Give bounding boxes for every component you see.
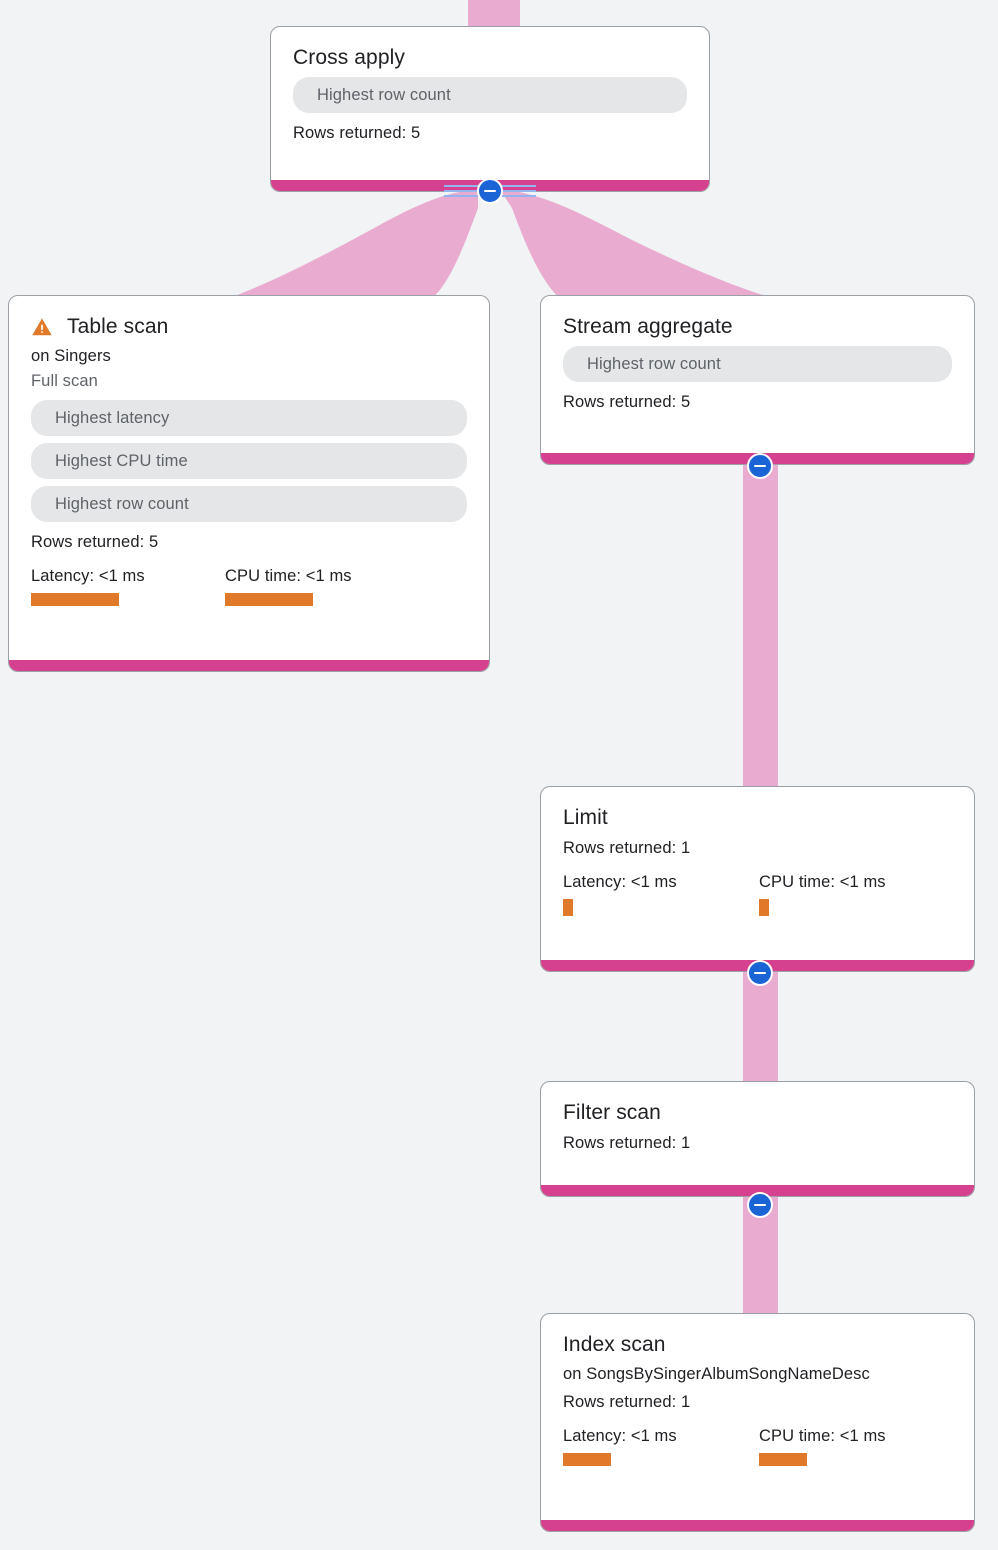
node-cross-apply-title-row: Cross apply xyxy=(293,45,687,71)
node-table-scan[interactable]: Table scan on Singers Full scan Highest … xyxy=(8,295,490,672)
node-stream-aggregate-title-row: Stream aggregate xyxy=(563,314,952,340)
metric-cpu-time-label: CPU time: <1 ms xyxy=(759,1427,886,1445)
chip-highest-latency: Highest latency xyxy=(31,400,467,436)
metric-latency-bar xyxy=(563,1453,611,1466)
metric-latency: Latency: <1 ms xyxy=(563,1425,759,1466)
node-limit-metrics: Latency: <1 ms CPU time: <1 ms xyxy=(563,871,952,916)
minus-icon xyxy=(484,189,496,193)
node-cross-apply[interactable]: Cross apply Highest row count Rows retur… xyxy=(270,26,710,192)
edge-stream-aggregate-to-limit xyxy=(743,458,778,790)
node-scan-type: Full scan xyxy=(31,372,98,390)
metric-cpu-time-bar xyxy=(225,593,313,606)
node-stream-aggregate[interactable]: Stream aggregate Highest row count Rows … xyxy=(540,295,975,465)
rows-returned: Rows returned: 5 xyxy=(563,393,691,411)
node-accent-bar xyxy=(541,1185,974,1196)
metric-latency-bar xyxy=(563,899,573,916)
metric-cpu-time: CPU time: <1 ms xyxy=(225,565,352,606)
node-limit-title-row: Limit xyxy=(563,805,952,831)
rows-returned: Rows returned: 5 xyxy=(31,533,159,551)
node-index-scan-body: Index scan on SongsBySingerAlbumSongName… xyxy=(541,1314,974,1520)
node-table-scan-title-row: Table scan xyxy=(31,314,467,340)
collapse-button-limit[interactable] xyxy=(747,960,773,986)
node-index-scan-title-row: Index scan xyxy=(563,1332,952,1358)
metric-cpu-time-label: CPU time: <1 ms xyxy=(759,873,886,891)
metric-latency-label: Latency: <1 ms xyxy=(31,567,145,585)
node-filter-scan[interactable]: Filter scan Rows returned: 1 xyxy=(540,1081,975,1197)
edge-cross-apply-to-table-scan xyxy=(224,190,478,300)
collapse-button-cross-apply[interactable] xyxy=(477,178,503,204)
rows-returned: Rows returned: 1 xyxy=(563,1134,691,1152)
node-title: Stream aggregate xyxy=(563,315,733,338)
node-stream-aggregate-body: Stream aggregate Highest row count Rows … xyxy=(541,296,974,453)
chip-highest-row-count: Highest row count xyxy=(31,486,467,522)
node-filter-scan-body: Filter scan Rows returned: 1 xyxy=(541,1082,974,1185)
node-accent-bar xyxy=(9,660,489,671)
node-index-scan-metrics: Latency: <1 ms CPU time: <1 ms xyxy=(563,1425,952,1466)
node-target: on SongsBySingerAlbumSongNameDesc xyxy=(563,1365,870,1383)
node-table-scan-body: Table scan on Singers Full scan Highest … xyxy=(9,296,489,660)
metric-cpu-time: CPU time: <1 ms xyxy=(759,871,886,916)
node-title: Table scan xyxy=(67,315,169,338)
node-target: on Singers xyxy=(31,347,111,365)
chip-highest-row-count: Highest row count xyxy=(563,346,952,382)
node-title: Filter scan xyxy=(563,1101,661,1124)
node-limit-body: Limit Rows returned: 1 Latency: <1 ms CP… xyxy=(541,787,974,960)
node-filter-scan-title-row: Filter scan xyxy=(563,1100,952,1126)
minus-icon xyxy=(754,464,766,468)
edge-cross-apply-to-stream-aggregate xyxy=(500,190,780,300)
metric-cpu-time-bar xyxy=(759,899,769,916)
collapse-button-stream-aggregate[interactable] xyxy=(747,453,773,479)
collapse-button-filter-scan[interactable] xyxy=(747,1192,773,1218)
node-title: Index scan xyxy=(563,1333,666,1356)
node-table-scan-metrics: Latency: <1 ms CPU time: <1 ms xyxy=(31,565,467,606)
chip-highest-row-count: Highest row count xyxy=(293,77,687,113)
metric-cpu-time: CPU time: <1 ms xyxy=(759,1425,886,1466)
node-table-scan-chips: Highest latency Highest CPU time Highest… xyxy=(31,400,467,522)
rows-returned: Rows returned: 1 xyxy=(563,1393,691,1411)
minus-icon xyxy=(754,1203,766,1207)
minus-icon xyxy=(754,971,766,975)
metric-cpu-time-label: CPU time: <1 ms xyxy=(225,567,352,585)
node-title: Limit xyxy=(563,806,608,829)
rows-returned: Rows returned: 1 xyxy=(563,839,691,857)
metric-latency: Latency: <1 ms xyxy=(563,871,759,916)
node-stream-aggregate-chips: Highest row count xyxy=(563,346,952,382)
node-title: Cross apply xyxy=(293,46,405,69)
node-index-scan[interactable]: Index scan on SongsBySingerAlbumSongName… xyxy=(540,1313,975,1532)
metric-latency-label: Latency: <1 ms xyxy=(563,1427,677,1445)
metric-latency-label: Latency: <1 ms xyxy=(563,873,677,891)
metric-cpu-time-bar xyxy=(759,1453,807,1466)
metric-latency: Latency: <1 ms xyxy=(31,565,225,606)
node-cross-apply-body: Cross apply Highest row count Rows retur… xyxy=(271,27,709,180)
metric-latency-bar xyxy=(31,593,119,606)
warning-triangle-icon xyxy=(32,318,52,336)
node-accent-bar xyxy=(541,1520,974,1531)
rows-returned: Rows returned: 5 xyxy=(293,124,421,142)
node-limit[interactable]: Limit Rows returned: 1 Latency: <1 ms CP… xyxy=(540,786,975,972)
node-cross-apply-chips: Highest row count xyxy=(293,77,687,113)
chip-highest-cpu-time: Highest CPU time xyxy=(31,443,467,479)
